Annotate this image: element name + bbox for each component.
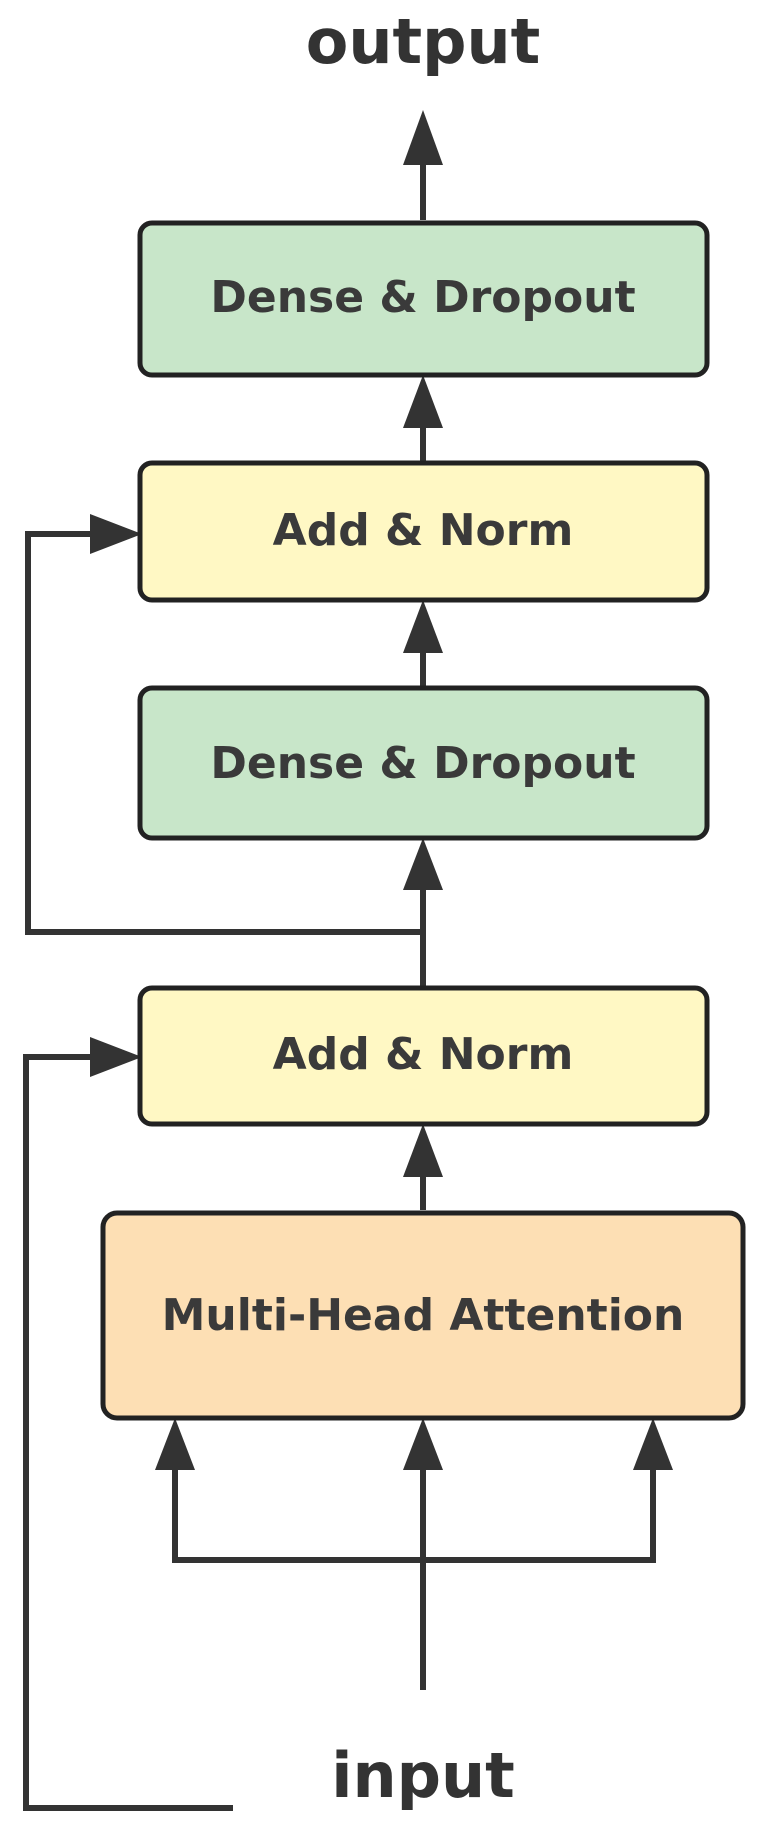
block-dense-mid-rect (137, 685, 710, 841)
arrowhead-attention-right (633, 1418, 673, 1470)
residual-input-to-addnorm-bottom (23, 1054, 233, 1811)
connectors (23, 160, 656, 1811)
block-attention-rect (100, 1210, 746, 1421)
block-addnorm-top-label: Add & Norm (273, 505, 574, 556)
arrowhead-attention-center (403, 1418, 443, 1470)
block-attention: Multi-Head Attention (100, 1210, 746, 1421)
block-addnorm-top: Add & Norm (137, 460, 710, 603)
arrowhead-dense-mid (403, 838, 443, 890)
output-label: output (306, 5, 541, 78)
block-dense-top-rect (137, 220, 710, 378)
arrowhead-attention-left (155, 1418, 195, 1470)
arrowhead-residual-bottom (90, 1037, 142, 1077)
arrowhead-output (403, 110, 443, 165)
block-dense-mid-label: Dense & Dropout (210, 738, 635, 789)
block-dense-mid: Dense & Dropout (137, 685, 710, 841)
block-addnorm-top-rect (137, 460, 710, 603)
arrowhead-addnorm-bottom (403, 1124, 443, 1177)
arrowhead-residual-top (90, 514, 142, 554)
attention-input-branch (172, 1460, 656, 1563)
block-addnorm-bottom-label: Add & Norm (273, 1029, 574, 1080)
arrowhead-addnorm-top (403, 600, 443, 653)
arrowheads (90, 110, 673, 1470)
block-addnorm-bottom-rect (137, 985, 710, 1127)
arrowhead-dense-top (403, 375, 443, 428)
block-addnorm-bottom: Add & Norm (137, 985, 710, 1127)
block-attention-label: Multi-Head Attention (162, 1290, 685, 1341)
input-label: input (331, 1739, 515, 1812)
residual-to-addnorm-top (25, 531, 423, 935)
block-dense-top-label: Dense & Dropout (210, 272, 635, 323)
block-dense-top: Dense & Dropout (137, 220, 710, 378)
